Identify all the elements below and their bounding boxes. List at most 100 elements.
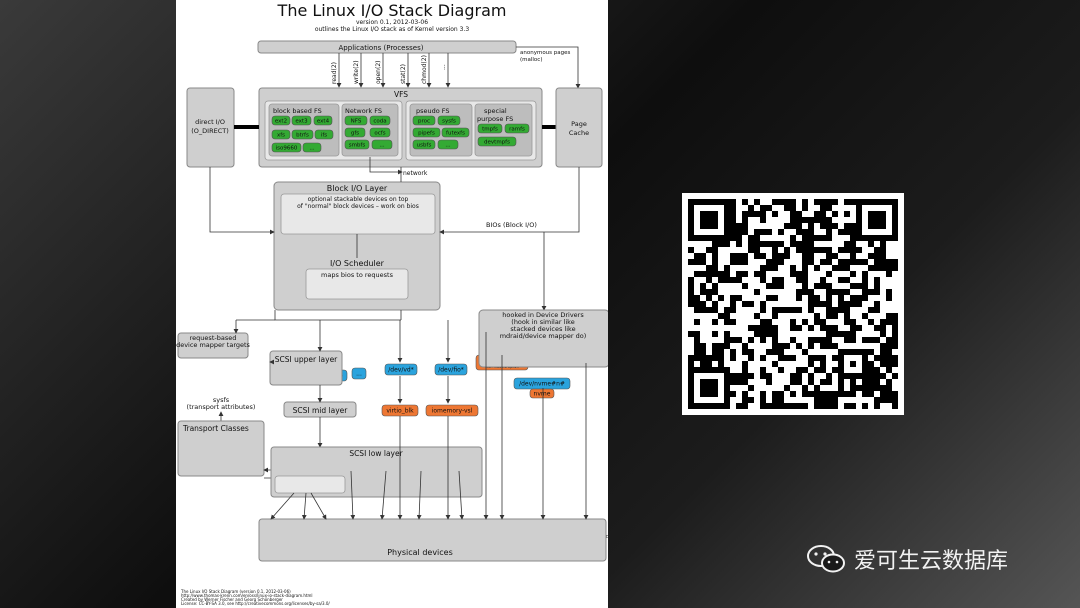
io-scheduler-title: I/O Scheduler [330,259,385,268]
pseudo-fs-3: futexfs [441,127,470,138]
network-fs-5: ... [371,139,393,150]
wechat-icon [807,545,845,573]
special-fs-2-label: devtmpfs [484,139,510,145]
anon-pages-label: anonymous pages [520,50,571,56]
special-fs-2: devtmpfs [477,136,517,147]
network-fs-4-label: smbfs [349,142,366,148]
dev-nvme-pill-label: /dev/nvme#n# [519,381,565,388]
network-fs-0-label: NFS [351,118,362,124]
special-fs-line2: purpose FS [477,115,513,123]
block-fs-5: ifs [314,129,334,140]
nvme-driver-pill: nvme [529,388,555,399]
pseudo-fs-0: proc [412,115,436,126]
block-fs-6: iso9660 [271,142,302,153]
dev-fio-pill-label: /dev/fio* [438,367,464,374]
syscall-write: write(2) [353,60,360,84]
libata-subgroup [274,475,346,494]
dev-fio-pill: /dev/fio* [434,363,468,376]
virtio-blk-pill-label: virtio_blk [386,408,414,415]
pseudo-fs-title: pseudo FS [416,107,450,115]
special-fs-1: ramfs [504,123,530,134]
block-fs-0-label: ext2 [275,118,287,124]
diagram-subtitle: outlines the Linux I/O stack as of Kerne… [315,26,470,33]
direct-io-line1: direct I/O [195,118,225,126]
syscall-more: ... [440,64,447,70]
network-label: network [403,170,428,177]
footer-line3: Created by Werner Fischer and Georg Schö… [181,597,283,602]
scsi-low-title: SCSI low layer [349,449,403,458]
footer-line1: The Linux I/O Stack Diagram (version 0.1… [180,589,291,594]
wechat-watermark: 爱可生云数据库 [806,542,1008,576]
syscall-chmod: chmod(2) [421,55,428,84]
block-fs-1-label: ext3 [295,118,308,124]
io-scheduler-inner [305,268,409,300]
request-based-dm-box [177,332,249,359]
network-fs-3-label: ocfs [374,130,385,136]
block-io-inner [280,193,436,235]
dev-nvme-pill: /dev/nvme#n# [513,377,571,390]
transport-classes-box [177,420,265,477]
pseudo-fs-0-label: proc [418,118,430,124]
hooked-line1: hooked in Device Drivers [502,311,584,319]
block-io-desc-1: optional stackable devices on top [308,196,409,203]
linux-io-stack-diagram: .t{font-family:"DejaVu Sans",sans-serif;… [176,1,608,606]
scsi-upper-item-2: ... [351,367,367,380]
hooked-line4: mdraid/device mapper do) [500,332,587,340]
network-fs-2: gfs [344,127,366,138]
iomemory-vsl-pill-label: iomemory-vsl [432,408,473,415]
pseudo-fs-2-label: pipefs [418,130,435,136]
hooked-line2: (hook in similar like [511,318,574,326]
applications-label: Applications (Processes) [339,44,424,52]
network-fs-1: coda [369,115,391,126]
special-fs-1-label: ramfs [509,126,525,132]
block-fs-4: btrfs [291,129,314,140]
footer-line4: License: CC-BY-SA 3.0, see http://creati… [181,601,330,606]
syscalls: read(2) write(2) open(2) stat(2) chmod(2… [331,53,451,88]
vfs-label: VFS [394,90,408,99]
diagram-sheet: .t{font-family:"DejaVu Sans",sans-serif;… [176,0,608,608]
block-fs-2: ext4 [313,115,333,126]
block-fs-1: ext3 [291,115,312,126]
block-fs-5-label: ifs [321,132,327,138]
block-fs-6-label: iso9660 [276,145,298,151]
network-fs-5-label: ... [379,142,384,148]
block-fs-title: block based FS [273,107,322,115]
io-scheduler-desc: maps bios to requests [321,271,394,279]
pseudo-fs-4-label: usbfs [417,142,432,148]
direct-io-line2: (O_DIRECT) [191,127,229,135]
block-fs-7-label: ... [309,145,314,151]
block-fs-7: ... [302,142,322,153]
pseudo-fs-1: sysfs [437,115,461,126]
dev-vd-pill-label: /dev/vd* [388,367,413,374]
dev-vd-pill: /dev/vd* [384,363,418,376]
sysfs-label: sysfs [213,396,230,404]
block-fs-4-label: btrfs [296,132,309,138]
scsi-upper-box [269,350,343,386]
network-fs-0: NFS [344,115,368,126]
page-cache-line2: Cache [569,129,589,137]
qr-code [682,193,904,415]
footer-line2: http://www.thomas-krenn.com/en/oss/linux… [181,593,313,598]
block-fs-3: xfs [271,129,291,140]
special-fs-0-label: tmpfs [482,126,498,132]
physical-devices-title: Physical devices [387,548,453,557]
block-fs-2-label: ext4 [317,118,330,124]
block-io-desc-2: of "normal" block devices – work on bios [297,203,419,210]
special-fs-0: tmpfs [477,123,503,134]
pseudo-fs-1-label: sysfs [442,118,456,124]
syscall-stat: stat(2) [400,64,407,84]
pseudo-fs-3-label: futexfs [446,130,465,136]
anon-malloc-label: (malloc) [520,57,542,63]
network-fs-3: ocfs [369,127,391,138]
hooked-line3: stacked devices like [510,325,575,333]
virtio-blk-pill: virtio_blk [381,404,419,417]
physical-devices-box [258,518,607,562]
pseudo-fs-2: pipefs [412,127,441,138]
diagram-title: The Linux I/O Stack Diagram [277,1,507,20]
block-fs-0: ext2 [271,115,291,126]
bios-label: BIOs (Block I/O) [486,221,537,229]
hooked-drivers-box [478,309,608,368]
network-fs-2-label: gfs [351,130,359,136]
special-fs-line1: special [484,107,507,115]
scsi-upper-title: SCSI upper layer [275,355,338,364]
